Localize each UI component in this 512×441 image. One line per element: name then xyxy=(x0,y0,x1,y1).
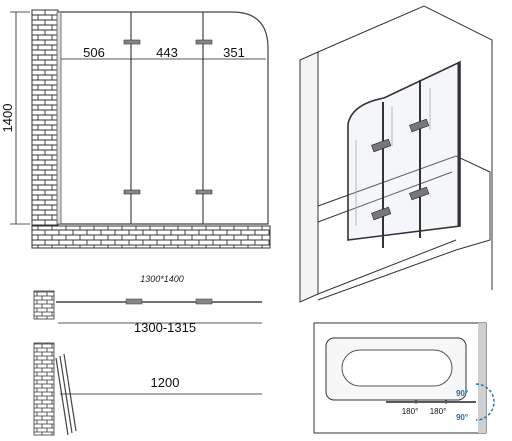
plan-hinge-angle-2: 180° xyxy=(430,407,447,416)
hinge-icon xyxy=(125,298,143,305)
top-view-wall xyxy=(33,290,55,320)
hinge-icon xyxy=(195,298,213,305)
perspective-view xyxy=(299,5,493,303)
plan-tub-basin xyxy=(341,349,453,387)
front-wall xyxy=(31,9,59,249)
folded-view-width-label: 1200 xyxy=(151,375,180,390)
plan-view: 180° 180° 90° 90° xyxy=(313,322,495,434)
hinge-icon xyxy=(123,39,141,45)
front-hinges xyxy=(123,39,213,195)
plan-hinge-angle-1: 180° xyxy=(402,407,419,416)
front-panel-width-3: 351 xyxy=(223,45,245,60)
front-glass-outline xyxy=(58,11,269,225)
front-panel-width-2: 443 xyxy=(156,45,178,60)
hinge-icon xyxy=(195,39,213,45)
perspective-wall xyxy=(299,51,319,303)
top-view-model-label: 1300*1400 xyxy=(140,274,184,284)
hinge-icon xyxy=(414,400,418,404)
glass-reflection-icon xyxy=(355,88,431,226)
front-wall-profile xyxy=(56,11,62,225)
front-panel-width-1: 506 xyxy=(83,45,105,60)
perspective-room-back xyxy=(317,5,493,290)
perspective-hinges xyxy=(371,118,430,221)
hinge-icon xyxy=(409,118,430,133)
plan-swing-angle-2: 90° xyxy=(456,413,468,422)
hinge-icon xyxy=(123,189,141,195)
hinge-icon xyxy=(409,186,430,201)
perspective-tub xyxy=(317,155,491,301)
plan-swing-angle-1: 90° xyxy=(456,389,468,398)
hinge-icon xyxy=(371,206,392,221)
perspective-room-floor xyxy=(317,239,457,295)
hinge-icon xyxy=(444,400,448,404)
front-tub-edge xyxy=(31,225,271,249)
perspective-tub-rim xyxy=(317,171,453,223)
hinge-icon xyxy=(371,138,392,153)
top-view-range-label: 1300-1315 xyxy=(134,320,196,335)
folded-panels xyxy=(55,353,77,436)
hinge-icon xyxy=(195,189,213,195)
folded-view: 1200 xyxy=(33,342,262,436)
perspective-glass-outline xyxy=(347,60,461,241)
plan-swing-arc xyxy=(475,383,495,421)
top-view: 1300*1400 1300-1315 xyxy=(33,274,262,335)
front-height-label: 1400 xyxy=(0,104,15,133)
front-view: 506 443 351 1400 xyxy=(0,9,271,249)
folded-view-wall xyxy=(33,342,55,436)
plan-hinges xyxy=(414,400,448,404)
plan-wall-right xyxy=(478,323,486,433)
